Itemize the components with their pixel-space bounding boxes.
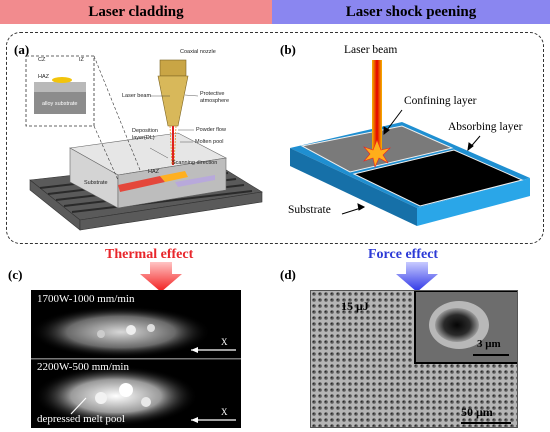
scanning-direction-label: Scanning direction <box>172 160 218 166</box>
laser-cladding-diagram <box>25 55 263 231</box>
top-condition-caption: 1700W-1000 mm/min <box>37 293 135 305</box>
melt-pool-texture <box>31 306 241 426</box>
thermal-effect-label: Thermal effect <box>105 247 194 262</box>
inset-iz-label: IZ <box>79 57 84 63</box>
molten-pool-label: Molten pool <box>195 139 224 145</box>
laser-beam-label-b: Laser beam <box>344 44 398 56</box>
laser-cladding-header: Laser cladding <box>0 0 272 24</box>
haz-label: HAZ <box>148 169 159 175</box>
absorbing-layer-label: Absorbing layer <box>448 121 523 133</box>
thermal-arrow-icon <box>140 262 182 292</box>
panel-c-label: (c) <box>8 267 23 282</box>
laser-cladding-title: Laser cladding <box>88 3 184 20</box>
substrate-label-b: Substrate <box>288 204 331 216</box>
laser-beam-label-a: Laser beam <box>122 93 152 99</box>
protective-label-1: Protective <box>200 91 225 97</box>
inset-scale-label: 3 μm <box>477 338 501 350</box>
powder-flow-label: Powder flow <box>196 127 226 133</box>
deposition-label-2: layer(DL) <box>132 135 155 141</box>
panel-a-label: (a) <box>14 42 30 57</box>
laser-shock-peening-header: Laser shock peening <box>272 0 550 24</box>
scale-bar-label: 50 μm <box>461 405 493 419</box>
inset-cz-label: CZ <box>38 57 46 63</box>
inset-substrate-label: alloy substrate <box>42 101 78 107</box>
top-panels-frame <box>6 32 544 244</box>
force-arrow-icon <box>396 262 438 292</box>
laser-shock-peening-title: Laser shock peening <box>345 3 477 20</box>
coaxial-nozzle-label: Coaxial nozzle <box>180 49 216 55</box>
bottom-condition-caption: 2200W-500 mm/min <box>37 361 129 373</box>
force-effect-label: Force effect <box>368 247 439 262</box>
melt-pool-micrograph: 1700W-1000 mm/min 2200W-500 mm/min depre… <box>31 290 241 428</box>
inset-haz-label: HAZ <box>38 74 49 80</box>
dimple-array-texture <box>311 291 517 427</box>
confining-layer-label: Confining layer <box>404 95 477 107</box>
x-axis-label-top: X <box>221 337 228 347</box>
pulse-energy-label: 15 μJ <box>341 299 369 313</box>
protective-label-2: atmosphere <box>200 98 230 104</box>
depressed-melt-pool-label: depressed melt pool <box>37 413 125 425</box>
laser-shock-peening-diagram <box>290 60 530 226</box>
deposition-label-1: Deposition <box>132 128 158 134</box>
panel-b-label: (b) <box>280 42 296 57</box>
x-axis-label-bottom: X <box>221 407 228 417</box>
panel-d-label: (d) <box>280 267 296 282</box>
dimple-array-micrograph: 15 μJ 3 μm 50 μm <box>310 290 518 428</box>
substrate-label-a: Substrate <box>84 180 108 186</box>
